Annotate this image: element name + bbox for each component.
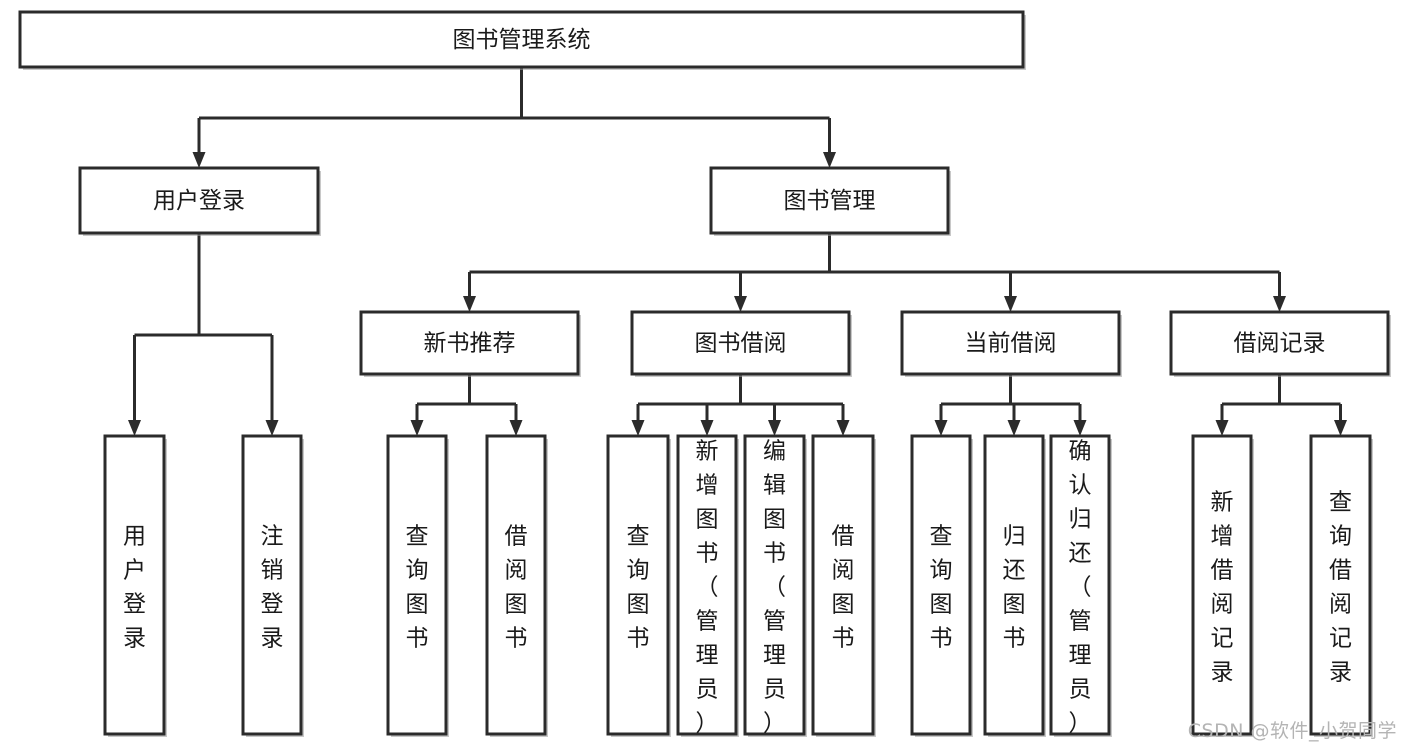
node-leaf-user-login[interactable]: 用户登录 [103,434,167,737]
node-label: 归还图书 [1003,524,1026,652]
node-label: 图书管理 [784,188,876,214]
node-new-book-recommend[interactable]: 新书推荐 [359,310,581,377]
node-label: 查询图书 [930,524,953,652]
node-rect[interactable] [359,310,580,376]
connector-newbook-to-leaves [410,374,523,436]
node-label: 确认归还（管理员） [1069,439,1092,737]
node-label: 查询借阅记录 [1329,490,1352,686]
node-rect[interactable] [1309,434,1372,736]
connector-currentborrow-to-leaves [934,374,1087,436]
node-label: 借阅图书 [832,524,855,652]
node-leaf-edit-book[interactable]: 编辑图书（管理员） [743,434,807,737]
connector-root-to-level1 [192,67,836,168]
node-leaf-query-book-2[interactable]: 查询图书 [606,434,671,737]
watermark-text: CSDN @软件_小贺同学 [1187,720,1397,742]
node-rect[interactable] [1169,310,1390,376]
connector-bookborrow-to-leaves [631,374,850,436]
node-rect[interactable] [630,310,851,376]
node-book-borrow[interactable]: 图书借阅 [630,310,852,377]
node-root[interactable]: 图书管理系统 [18,10,1026,70]
node-current-borrow[interactable]: 当前借阅 [900,310,1122,377]
node-rect[interactable] [18,10,1025,69]
node-label: 用户登录 [153,188,245,214]
node-leaf-add-record[interactable]: 新增借阅记录 [1191,434,1254,737]
connector-userlogin-to-leaves [128,233,279,436]
node-label: 编辑图书（管理员） [763,439,786,737]
node-label: 借阅记录 [1234,331,1326,357]
node-borrow-record[interactable]: 借阅记录 [1169,310,1391,377]
node-rect[interactable] [811,434,875,736]
node-label: 借阅图书 [505,524,528,652]
node-rect[interactable] [676,434,738,736]
node-label: 图书借阅 [695,331,787,357]
node-label: 新书推荐 [424,331,516,357]
node-user-login[interactable]: 用户登录 [78,166,321,236]
node-leaf-return-book[interactable]: 归还图书 [983,434,1046,737]
node-leaf-logout[interactable]: 注销登录 [241,434,304,737]
node-rect[interactable] [241,434,303,736]
node-rect[interactable] [1191,434,1253,736]
connector-borrowrecord-to-leaves [1215,374,1347,436]
node-leaf-confirm-return[interactable]: 确认归还（管理员） [1049,434,1112,737]
node-rect[interactable] [485,434,547,736]
node-label: 注销登录 [261,524,284,652]
node-label: 查询图书 [627,524,650,652]
node-label: 当前借阅 [965,331,1057,357]
node-rect[interactable] [743,434,806,736]
node-book-manage[interactable]: 图书管理 [709,166,951,236]
node-label: 用户登录 [123,524,146,652]
node-rect[interactable] [983,434,1045,736]
node-rect[interactable] [1049,434,1111,736]
node-leaf-borrow-book-2[interactable]: 借阅图书 [811,434,876,737]
node-leaf-add-book[interactable]: 新增图书（管理员） [676,434,739,737]
connector-bookmanage-to-level2 [463,233,1286,312]
node-rect[interactable] [709,166,950,235]
node-rect[interactable] [606,434,670,736]
node-rect[interactable] [386,434,448,736]
node-label: 图书管理系统 [453,27,591,53]
node-rect[interactable] [103,434,166,736]
node-leaf-query-book-3[interactable]: 查询图书 [910,434,973,737]
node-leaf-borrow-book-1[interactable]: 借阅图书 [485,434,548,737]
node-label: 新增借阅记录 [1211,490,1234,686]
node-rect[interactable] [900,310,1121,376]
node-label: 查询图书 [406,524,429,652]
node-rect[interactable] [910,434,972,736]
node-leaf-query-record[interactable]: 查询借阅记录 [1309,434,1373,737]
node-label: 新增图书（管理员） [696,439,719,737]
node-rect[interactable] [78,166,320,235]
node-leaf-query-book-1[interactable]: 查询图书 [386,434,449,737]
